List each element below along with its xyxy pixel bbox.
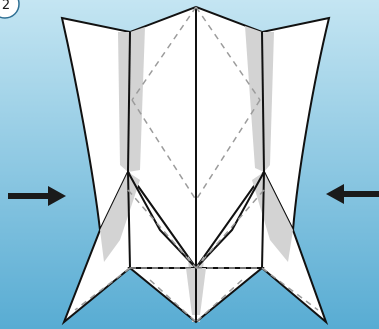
paper-figure xyxy=(62,7,329,322)
step-badge-number: 2 xyxy=(2,0,10,13)
push-right-arrow-shaft xyxy=(342,191,379,197)
push-left-arrow-shaft xyxy=(8,193,50,199)
